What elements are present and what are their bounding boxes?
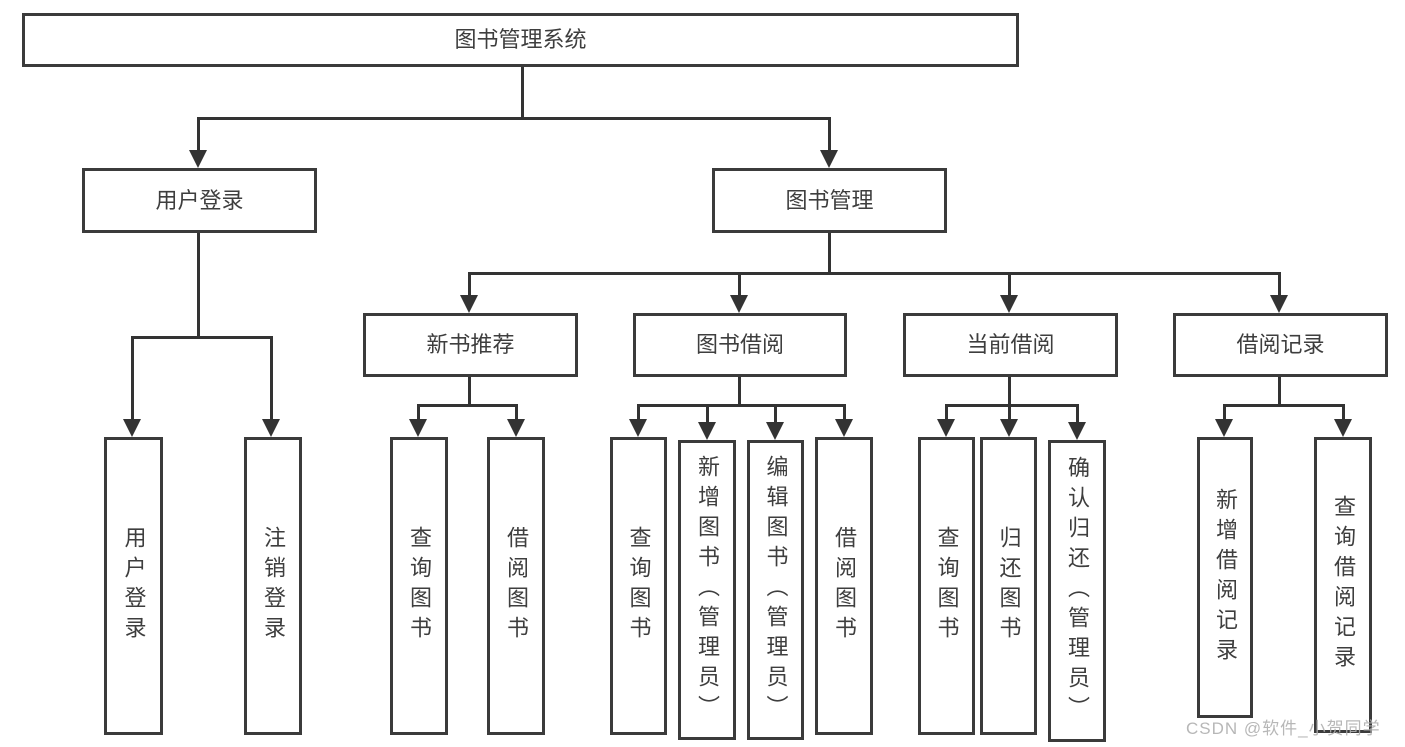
leaf-query-books-current: 查询图书 [918,437,975,735]
node-user-login: 用户登录 [82,168,317,233]
leaf-query-borrow-record-label: 查询借阅记录 [1331,495,1356,675]
connector-line [1278,377,1281,406]
connector-line [197,117,200,153]
leaf-logout-label: 注销登录 [261,526,286,646]
leaf-query-borrow-record: 查询借阅记录 [1314,437,1372,733]
leaf-user-login: 用户登录 [104,437,163,735]
connector-line [1008,272,1011,300]
connector-line [131,336,273,339]
leaf-borrow-books-recommend-label: 借阅图书 [504,526,529,646]
arrowhead-down-icon [460,295,478,313]
connector-line [515,404,518,428]
leaf-query-books-current-label: 查询图书 [934,526,960,646]
connector-line [417,404,420,428]
connector-line [637,404,640,428]
connector-line [1008,377,1011,406]
leaf-add-borrow-record-label: 新增借阅记录 [1213,487,1238,668]
connector-line [521,67,524,119]
node-current-borrow-label: 当前借阅 [966,332,1055,357]
connector-line [945,404,1079,407]
connector-line [1342,404,1345,428]
node-new-book-recommend: 新书推荐 [363,313,578,377]
connector-line [828,233,831,275]
connector-line [1223,404,1226,428]
connector-line [1223,404,1345,407]
node-borrow-records-label: 借阅记录 [1236,332,1325,357]
node-root: 图书管理系统 [22,13,1019,67]
node-book-management: 图书管理 [712,168,947,233]
connector-line [197,233,200,338]
connector-line [1008,404,1011,428]
leaf-edit-books-admin: 编辑图书（管理员） [747,440,804,740]
arrowhead-down-icon [1068,422,1086,440]
leaf-confirm-return-admin: 确认归还（管理员） [1048,440,1106,742]
leaf-return-books-label: 归还图书 [996,526,1022,646]
connector-line [468,272,1281,275]
node-root-label: 图书管理系统 [454,27,587,52]
arrowhead-down-icon [507,419,525,437]
leaf-edit-books-admin-label: 编辑图书（管理员） [763,455,789,725]
leaf-add-books-admin: 新增图书（管理员） [678,440,736,740]
leaf-borrow-books-recommend: 借阅图书 [487,437,545,735]
node-new-book-recommend-label: 新书推荐 [426,332,515,357]
connector-line [417,404,518,407]
arrowhead-down-icon [937,419,955,437]
connector-line [637,404,845,407]
leaf-confirm-return-admin-label: 确认归还（管理员） [1065,456,1090,726]
arrowhead-down-icon [1215,419,1233,437]
arrowhead-down-icon [189,150,207,168]
connector-line [1278,272,1281,300]
leaf-query-books-recommend: 查询图书 [390,437,448,735]
arrowhead-down-icon [1334,419,1352,437]
arrowhead-down-icon [1000,295,1018,313]
connector-line [706,404,709,431]
connector-line [197,117,830,120]
leaf-query-books-borrow-label: 查询图书 [626,526,652,646]
connector-line [828,117,831,153]
arrowhead-down-icon [820,150,838,168]
arrowhead-down-icon [123,419,141,437]
leaf-return-books: 归还图书 [980,437,1037,735]
arrowhead-down-icon [730,295,748,313]
leaf-query-books-borrow: 查询图书 [610,437,667,735]
leaf-borrow-books-borrow: 借阅图书 [815,437,873,735]
connector-line [468,272,471,300]
connector-line [468,377,471,406]
leaf-add-books-admin-label: 新增图书（管理员） [695,455,720,725]
arrowhead-down-icon [1000,419,1018,437]
connector-line [1076,404,1079,431]
arrowhead-down-icon [262,419,280,437]
arrowhead-down-icon [409,419,427,437]
leaf-borrow-books-borrow-label: 借阅图书 [832,526,857,646]
connector-line [738,377,741,406]
arrowhead-down-icon [698,422,716,440]
arrowhead-down-icon [766,422,784,440]
leaf-logout: 注销登录 [244,437,302,735]
leaf-add-borrow-record: 新增借阅记录 [1197,437,1253,718]
connector-line [774,404,777,431]
connector-line [843,404,846,428]
csdn-watermark: CSDN @软件_小贺同学 [1186,719,1381,738]
node-book-borrow-label: 图书借阅 [695,332,784,357]
connector-line [945,404,948,428]
node-book-borrow: 图书借阅 [633,313,847,377]
node-current-borrow: 当前借阅 [903,313,1118,377]
node-user-login-label: 用户登录 [155,187,244,213]
arrowhead-down-icon [835,419,853,437]
connector-line [270,336,273,426]
connector-line [738,272,741,300]
node-borrow-records: 借阅记录 [1173,313,1388,377]
connector-line [131,336,134,426]
node-book-management-label: 图书管理 [785,187,874,213]
arrowhead-down-icon [1270,295,1288,313]
arrowhead-down-icon [629,419,647,437]
leaf-user-login-label: 用户登录 [121,526,147,646]
leaf-query-books-recommend-label: 查询图书 [407,526,432,646]
